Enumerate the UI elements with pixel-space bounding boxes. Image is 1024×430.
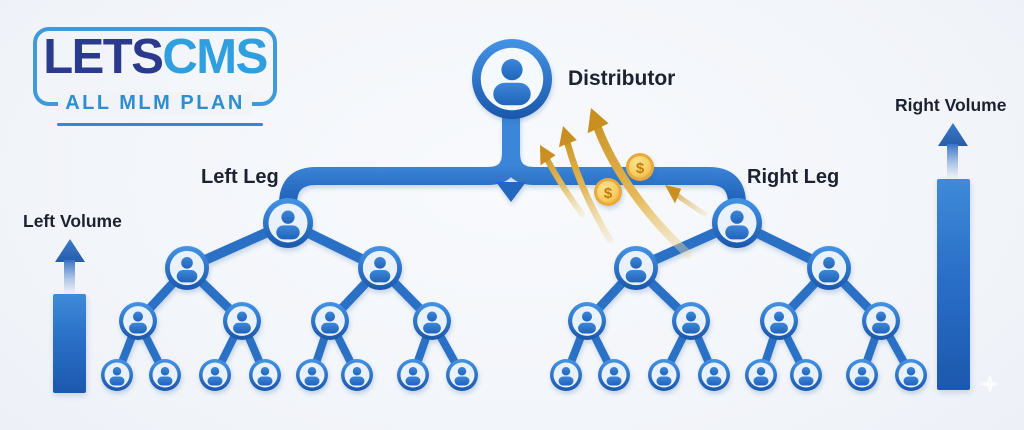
person-icon [875, 311, 887, 322]
left-volume-bar [53, 294, 86, 393]
person-icon [823, 257, 835, 269]
person-icon [276, 225, 300, 240]
person-icon [501, 59, 523, 81]
logo-wordmark: LETSCMS [33, 33, 277, 82]
person-icon [405, 376, 421, 386]
person-icon [609, 367, 619, 376]
person-icon [129, 322, 147, 334]
person-icon [857, 367, 867, 376]
person-icon [307, 367, 317, 376]
person-icon [109, 376, 125, 386]
logo-subtitle: ALL MLM PLAN [58, 92, 252, 115]
person-icon [656, 376, 672, 386]
connector-center-notch [496, 182, 526, 202]
person-icon [906, 367, 916, 376]
logo-text-cms: CMS [162, 30, 268, 84]
person-icon [493, 82, 531, 106]
logo-text-lets: LETS [43, 30, 164, 84]
logo-underline [57, 123, 263, 126]
person-icon [730, 210, 744, 224]
person-icon [753, 376, 769, 386]
person-icon [233, 322, 251, 334]
gold-arrowhead [540, 145, 556, 166]
person-icon [176, 270, 198, 283]
person-icon [157, 376, 173, 386]
person-icon [578, 322, 596, 334]
person-icon [625, 270, 647, 283]
subtree-left-leg [101, 198, 478, 391]
person-icon [426, 311, 438, 322]
coin-face [597, 181, 619, 203]
person-icon [725, 225, 749, 240]
person-icon [304, 376, 320, 386]
person-icon [374, 257, 386, 269]
right-volume-arrow-stem [947, 144, 958, 179]
person-icon [457, 367, 467, 376]
dollar-sign: $ [604, 185, 613, 202]
person-icon [132, 311, 144, 322]
distributor-label: Distributor [568, 67, 676, 90]
gold-arrowhead [665, 185, 682, 204]
left-branch-connector [279, 103, 520, 225]
person-icon [685, 311, 697, 322]
person-icon [207, 376, 223, 386]
person-icon [903, 376, 919, 386]
dollar-sign: $ [636, 160, 645, 177]
person-icon [181, 257, 193, 269]
dollar-coin: $ [626, 153, 654, 181]
person-icon [659, 367, 669, 376]
left-volume-label: Left Volume [23, 211, 122, 231]
sparkle-icon [980, 374, 1000, 394]
person-icon [423, 322, 441, 334]
distributor-node [472, 39, 552, 119]
gold-arrowhead [558, 126, 577, 148]
person-icon [709, 367, 719, 376]
commission-arrows [540, 108, 708, 259]
person-icon [260, 367, 270, 376]
gold-arrow [589, 112, 693, 259]
person-icon [352, 367, 362, 376]
right-leg-label: Right Leg [747, 166, 840, 188]
right-volume-bar [937, 179, 970, 390]
person-icon [801, 367, 811, 376]
person-icon [682, 322, 700, 334]
person-icon [818, 270, 840, 283]
person-icon [112, 367, 122, 376]
gold-arrowhead [587, 108, 609, 134]
person-icon [369, 270, 391, 283]
left-leg-label: Left Leg [201, 166, 279, 188]
person-icon [872, 322, 890, 334]
person-icon [770, 322, 788, 334]
coin-face [629, 156, 651, 178]
person-icon [756, 367, 766, 376]
person-icon [630, 257, 642, 269]
person-icon [606, 376, 622, 386]
left-volume-arrow-stem [64, 260, 75, 294]
network-trees [101, 39, 927, 391]
person-icon [854, 376, 870, 386]
person-icon [408, 367, 418, 376]
person-icon [798, 376, 814, 386]
connector-bracket [279, 103, 746, 225]
person-icon [236, 311, 248, 322]
person-icon [281, 210, 295, 224]
person-icon [561, 367, 571, 376]
right-volume-label: Right Volume [895, 95, 1007, 115]
person-icon [210, 367, 220, 376]
person-icon [349, 376, 365, 386]
person-icon [558, 376, 574, 386]
person-icon [706, 376, 722, 386]
person-icon [581, 311, 593, 322]
person-icon [324, 311, 336, 322]
right-branch-connector [502, 103, 746, 225]
logo-subtitle-row: ALL MLM PLAN [33, 92, 277, 115]
person-icon [321, 322, 339, 334]
person-icon [454, 376, 470, 386]
person-icon [160, 367, 170, 376]
person-icon [257, 376, 273, 386]
subtree-right-leg [550, 198, 927, 391]
dollar-coin: $ [594, 178, 622, 206]
person-icon [773, 311, 785, 322]
